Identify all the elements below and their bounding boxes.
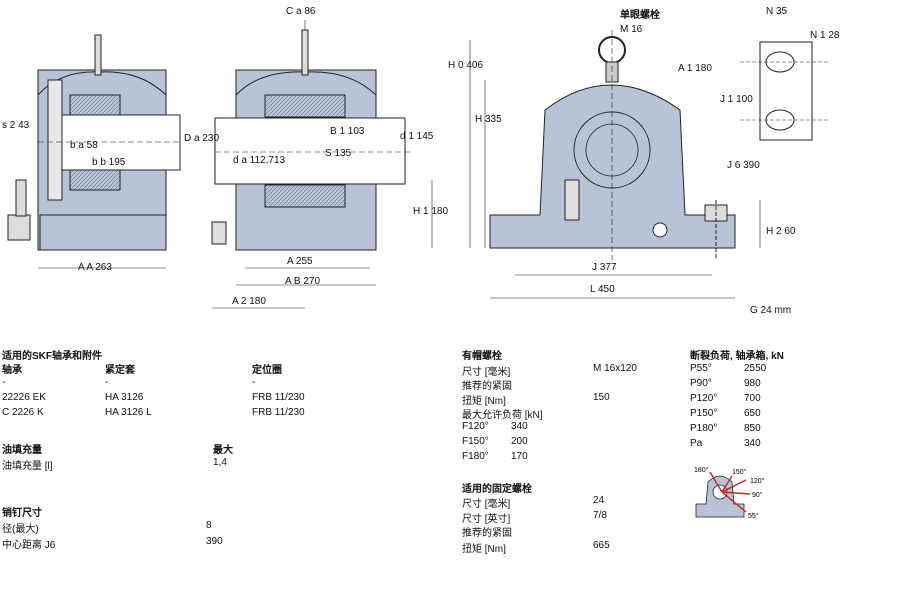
lifting-bolt-label: 单眼螺栓 (620, 10, 660, 21)
A1-label: A 1 180 (678, 63, 712, 74)
col-bearing: 轴承 (2, 365, 22, 376)
cap-r4-label: F120° (462, 421, 489, 432)
cap-r5-value: 200 (511, 436, 528, 447)
J6-label: J 6 390 (727, 160, 760, 171)
H-label: H 335 (475, 114, 502, 125)
acc-r1-c2[interactable]: FRB 11/230 (252, 392, 305, 403)
accessories-title: 适用的SKF轴承和附件 (2, 351, 102, 362)
cap-r2-value: 150 (593, 392, 610, 403)
angle-120-label: 120° (750, 477, 765, 485)
middle-section-view (211, 29, 410, 251)
grease-max-header: 最大 (213, 445, 233, 456)
left-section-view (7, 34, 181, 251)
H2-label: H 2 60 (766, 226, 796, 237)
cap-r0-label: 尺寸 [毫米] (462, 367, 511, 378)
acc-r0-c1: - (105, 377, 109, 388)
fix-r0-label: 尺寸 [毫米] (462, 499, 511, 510)
break-loads-title: 断裂负荷, 轴承箱, kN (690, 351, 784, 362)
ba-label: b a 58 (70, 140, 98, 151)
cap-r3-label: 最大允许负荷 [kN] (462, 410, 543, 421)
fix-r1-label: 尺寸 [英寸] (462, 514, 511, 525)
s2-label: s 2 43 (2, 120, 30, 131)
AA-label: A A 263 (78, 262, 112, 273)
col-ring: 定位圈 (252, 365, 282, 376)
bl-r5-label: Pa (690, 438, 703, 449)
cap-r1-label: 推荐的紧固 (462, 381, 512, 392)
pin-r0-label: 径(最大) (2, 524, 39, 535)
fix-r2-label: 推荐的紧固 (462, 528, 512, 539)
cap-r4-value: 340 (511, 421, 528, 432)
grease-row-value: 1,4 (213, 457, 227, 468)
angle-180-label: 180° (694, 466, 709, 474)
ca-label: C a 86 (286, 6, 316, 17)
slot-detail (740, 41, 830, 141)
A2-label: A 2 180 (232, 296, 266, 307)
bl-r3-label: P150° (690, 408, 718, 419)
pin-r1-value: 390 (206, 536, 223, 547)
acc-r0-c2: - (252, 377, 256, 388)
pin-title: 销钉尺寸 (2, 508, 42, 519)
Da-label: D a 230 (184, 133, 220, 144)
bl-r2-label: P120° (690, 393, 718, 404)
J1-label: J 1 100 (720, 94, 753, 105)
N-label: N 35 (766, 6, 788, 17)
J-label: J 377 (592, 262, 617, 273)
cap-bolts-title: 有帽螺栓 (462, 351, 502, 362)
grease-title: 油填充量 (2, 445, 42, 456)
cap-r5-label: F150° (462, 436, 489, 447)
front-view (489, 30, 736, 260)
cap-r2-label: 扭矩 [Nm] (462, 396, 506, 407)
acc-r2-c0[interactable]: C 2226 K (2, 407, 44, 418)
L-label: L 450 (590, 284, 615, 295)
angle-55-label: 55° (748, 512, 759, 520)
bl-r0-label: P55° (690, 363, 712, 374)
acc-r0-c0: - (2, 377, 6, 388)
cap-r0-value: M 16x120 (593, 363, 637, 374)
bl-r1-value: 980 (744, 378, 761, 389)
acc-r1-c1[interactable]: HA 3126 (105, 392, 144, 403)
fix-r1-value: 7/8 (593, 510, 607, 521)
da-label: d a 112,713 (233, 155, 286, 166)
bl-r4-value: 850 (744, 423, 761, 434)
pin-r1-label: 中心距离 J6 (2, 540, 56, 551)
bl-r4-label: P180° (690, 423, 718, 434)
bb-label: b b 195 (92, 157, 126, 168)
bl-r3-value: 650 (744, 408, 761, 419)
N1-label: N 1 28 (810, 30, 840, 41)
S-label: S 135 (325, 148, 352, 159)
col-sleeve: 紧定套 (105, 365, 135, 376)
M16-label: M 16 (620, 24, 643, 35)
cap-r6-label: F180° (462, 451, 489, 462)
AB-label: A B 270 (285, 276, 321, 287)
load-direction-diagram: 180° 150° 120° 90° 55° (694, 466, 765, 520)
dimension-lines (38, 20, 761, 309)
G-label: G 24 mm (750, 305, 792, 316)
fix-bolts-title: 适用的固定螺栓 (462, 484, 532, 495)
grease-row-label: 油填充量 [l] (2, 461, 53, 472)
H0-label: H 0 406 (448, 60, 484, 71)
H1-label: H 1 180 (413, 206, 449, 217)
B1-label: B 1 103 (330, 126, 365, 137)
pin-r0-value: 8 (206, 520, 212, 531)
d1-label: d 1 145 (400, 131, 434, 142)
fix-r0-value: 24 (593, 495, 605, 506)
fix-r3-value: 665 (593, 540, 610, 551)
angle-150-label: 150° (732, 468, 747, 476)
acc-r2-c1[interactable]: HA 3126 L (105, 407, 152, 418)
technical-drawing (7, 20, 830, 309)
bl-r0-value: 2550 (744, 363, 767, 374)
bl-r5-value: 340 (744, 438, 761, 449)
bl-r2-value: 700 (744, 393, 761, 404)
fix-r3-label: 扭矩 [Nm] (462, 544, 506, 555)
cap-r6-value: 170 (511, 451, 528, 462)
acc-r1-c0[interactable]: 22226 EK (2, 392, 46, 403)
bl-r1-label: P90° (690, 378, 712, 389)
acc-r2-c2[interactable]: FRB 11/230 (252, 407, 305, 418)
A-label: A 255 (287, 256, 313, 267)
angle-90-label: 90° (752, 491, 763, 499)
